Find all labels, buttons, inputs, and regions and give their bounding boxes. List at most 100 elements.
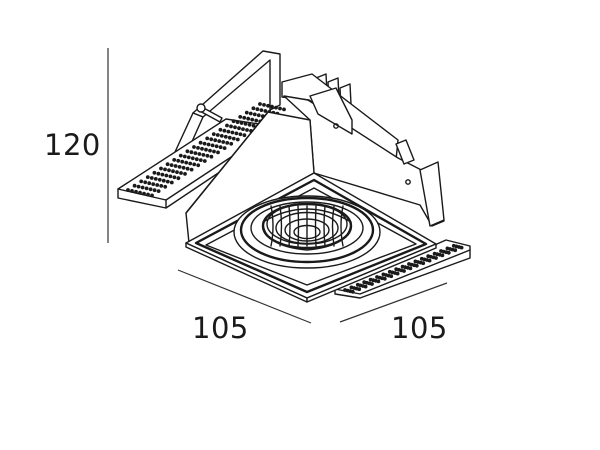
- perforation-dot: [227, 135, 232, 140]
- perforation-dot: [238, 115, 243, 119]
- perforation-dot: [363, 284, 368, 289]
- perforation-dot: [197, 152, 202, 156]
- perforation-dot: [196, 163, 201, 168]
- perforation-dot: [160, 172, 165, 177]
- perforation-dot: [152, 170, 157, 175]
- reflector-facet-line: [288, 205, 291, 247]
- perforation-dot: [156, 171, 161, 176]
- perforation-dot: [282, 107, 286, 112]
- width-right-dimension-line: [339, 282, 448, 323]
- perforation-dot: [242, 133, 247, 138]
- perforation-dot: [251, 123, 256, 128]
- perforation-dot: [144, 186, 149, 191]
- perforation-dot: [202, 159, 207, 163]
- perforation-dot: [254, 118, 259, 123]
- perforation-dot: [165, 162, 170, 167]
- perforation-dot: [218, 145, 223, 150]
- height-dimension-label: 120: [44, 128, 101, 162]
- perforation-dot: [188, 161, 193, 166]
- perforation-dot: [142, 191, 146, 196]
- perforation-dot: [176, 176, 181, 181]
- perforation-dot: [408, 266, 413, 271]
- perforation-dot: [200, 146, 204, 151]
- perforation-dot: [159, 184, 164, 188]
- perforation-dot: [238, 132, 243, 137]
- perforation-dot: [176, 158, 181, 163]
- perforation-dot: [183, 172, 187, 176]
- reflector-ring-line: [293, 224, 321, 240]
- perforation-dot: [209, 154, 214, 159]
- perforation-dot: [278, 106, 282, 111]
- perforation-dot: [172, 158, 177, 162]
- perforation-dot: [259, 108, 264, 112]
- perforation-dot: [222, 146, 227, 151]
- reflector-ring-line: [275, 211, 339, 245]
- perforation-dot: [263, 109, 268, 113]
- perforation-dot: [165, 179, 170, 184]
- perforation-dot: [266, 103, 270, 108]
- perforation-dot: [212, 149, 216, 154]
- perforation-dot: [233, 125, 237, 130]
- perforation-dot: [169, 163, 174, 168]
- perforation-dot: [255, 107, 260, 112]
- perforation-dot: [196, 146, 200, 150]
- perforation-dot: [229, 141, 234, 146]
- perforation-dot: [148, 187, 153, 192]
- perforation-dot: [242, 115, 247, 120]
- perforation-dot: [204, 147, 208, 152]
- perforation-dot: [190, 156, 195, 161]
- perforation-dot: [414, 263, 419, 268]
- perforation-dot: [189, 150, 194, 155]
- perforation-dot: [171, 169, 175, 174]
- perforation-dot: [163, 184, 168, 189]
- perforation-dot: [218, 127, 223, 132]
- perforation-dot: [153, 177, 158, 181]
- perforation-dot: [161, 178, 166, 183]
- perforation-dot: [434, 256, 438, 260]
- perforation-dot: [231, 119, 236, 124]
- perforation-dot: [247, 122, 252, 127]
- perforation-dot: [252, 112, 257, 117]
- perforation-dot: [175, 170, 179, 175]
- perforation-dot: [226, 129, 231, 134]
- reflector-facet-line: [340, 205, 344, 247]
- perforation-dot: [179, 171, 183, 175]
- perforation-dot: [130, 189, 134, 193]
- perforation-dot: [180, 159, 185, 164]
- perforation-dot: [140, 185, 145, 190]
- perforation-dot: [402, 269, 406, 273]
- perforation-dot: [262, 103, 266, 107]
- perforation-dot: [235, 137, 240, 142]
- perforation-dot: [210, 143, 215, 148]
- perforation-dot: [239, 121, 244, 125]
- perforation-dot: [251, 106, 256, 111]
- perforation-dot: [193, 151, 198, 156]
- perforation-dot: [173, 164, 178, 168]
- perforation-dot: [143, 180, 148, 185]
- perforation-dot: [248, 111, 253, 116]
- perforation-dot: [213, 138, 218, 143]
- reflector-facet-line: [270, 205, 274, 247]
- left-mounting-plate: [117, 102, 286, 209]
- perforation-dot: [246, 116, 251, 121]
- perforation-dot: [205, 153, 210, 158]
- perforation-dot: [214, 144, 219, 149]
- perforation-dot: [216, 150, 220, 155]
- perforation-dot: [350, 289, 355, 294]
- perforation-dot: [206, 142, 211, 147]
- perforation-dot: [132, 183, 137, 188]
- perforation-dot: [229, 124, 233, 129]
- perforation-dot: [201, 153, 206, 157]
- perforation-dot: [256, 113, 261, 118]
- perforation-dot: [250, 117, 255, 122]
- perforation-dot: [427, 258, 432, 263]
- perforation-dot: [258, 102, 262, 106]
- perforation-dot: [219, 134, 224, 138]
- perforation-dot: [222, 128, 227, 133]
- perforation-dot: [164, 173, 169, 178]
- perforation-dot: [147, 181, 152, 186]
- perforation-dot: [389, 274, 394, 279]
- perforation-dot: [237, 126, 241, 131]
- reflector-ring-line: [284, 218, 330, 242]
